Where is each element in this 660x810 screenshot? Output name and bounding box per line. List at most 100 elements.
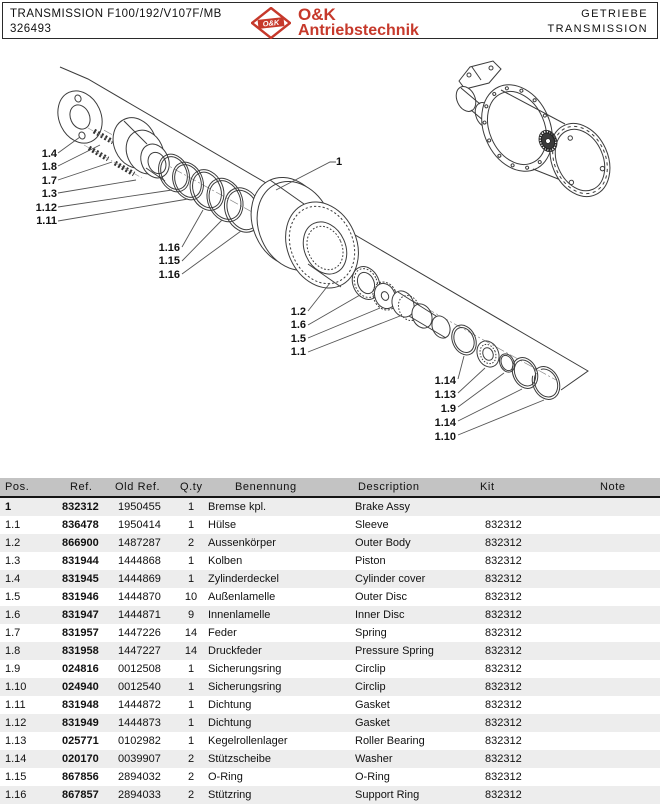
cell-benennung: Kegelrollenlager: [208, 735, 288, 747]
cell-note: [595, 552, 660, 570]
ok-diamond-logo-icon: O&K: [251, 7, 291, 39]
callout: 1.1: [290, 346, 306, 358]
cell-qty: 14: [184, 627, 198, 639]
cell-description: Inner Disc: [355, 609, 405, 621]
cell-benennung: Druckfeder: [208, 645, 262, 657]
assembled-gearbox: [455, 60, 611, 198]
cell-pos: 1.1: [5, 519, 21, 531]
document-title-block: TRANSMISSION F100/192/V107F/MB 326493: [10, 7, 222, 37]
cylinder-cover-part: [57, 90, 103, 144]
washer-ring-2: [511, 357, 539, 389]
cell-kit: 832312: [485, 555, 522, 567]
cell-description: Washer: [355, 753, 393, 765]
cell-note: [595, 768, 660, 786]
cell-ref: 866900: [62, 537, 99, 549]
cell-ref: 836478: [62, 519, 99, 531]
cell-old_ref: 1444873: [118, 717, 161, 729]
cell-old_ref: 1487287: [118, 537, 161, 549]
inner-disc-part: [351, 266, 381, 300]
cell-kit: 832312: [485, 663, 522, 675]
cell-ref: 831946: [62, 591, 99, 603]
callout: 1.8: [41, 161, 57, 173]
cell-pos: 1.15: [5, 771, 27, 783]
cell-note: [595, 750, 660, 768]
cell-ref: 831944: [62, 555, 99, 567]
cell-note: [595, 732, 660, 750]
cell-qty: 2: [187, 753, 195, 765]
brand-name: O&K: [298, 5, 336, 24]
cell-qty: 1: [187, 681, 195, 693]
cell-ref: 831949: [62, 717, 99, 729]
cell-pos: 1.12: [5, 717, 27, 729]
cell-note: [595, 516, 660, 534]
cell-benennung: Kolben: [208, 555, 243, 567]
cell-qty: 1: [187, 735, 195, 747]
cell-description: Roller Bearing: [355, 735, 425, 747]
cell-benennung: Sicherungsring: [208, 663, 282, 675]
callout: 1.12: [35, 202, 57, 214]
exploded-diagram: 1 1.4 1.8 1.7 1.3 1.12 1.11 1.16 1.15 1.…: [0, 40, 660, 478]
cell-pos: 1: [5, 501, 12, 513]
cell-description: Cylinder cover: [355, 573, 426, 585]
cell-pos: 1.13: [5, 735, 27, 747]
parts-table-header: Pos. Ref. Old Ref. Q.ty Benennung Descri…: [0, 478, 660, 498]
cell-old_ref: 1447226: [118, 627, 161, 639]
cell-note: [595, 534, 660, 552]
cell-kit: 832312: [485, 519, 522, 531]
cell-kit: 832312: [485, 645, 522, 657]
callout: 1.16: [158, 242, 180, 254]
circlip-large: [531, 366, 561, 400]
outer-body-drum: [250, 176, 359, 289]
col-header-qty: Q.ty: [180, 481, 202, 493]
cell-description: Outer Disc: [355, 591, 407, 603]
cell-ref: 831945: [62, 573, 99, 585]
callout: 1.10: [434, 431, 456, 443]
cell-ref: 831948: [62, 699, 99, 711]
cell-pos: 1.6: [5, 609, 21, 621]
cell-kit: 832312: [485, 681, 522, 693]
cell-note: [595, 660, 660, 678]
cell-note: [595, 588, 660, 606]
parts-table: Pos. Ref. Old Ref. Q.ty Benennung Descri…: [0, 478, 660, 804]
cell-old_ref: 1950414: [118, 519, 161, 531]
cell-benennung: Aussenkörper: [208, 537, 276, 549]
cell-kit: 832312: [485, 573, 522, 585]
cell-ref: 867856: [62, 771, 99, 783]
callout: 1.16: [158, 269, 180, 281]
splined-hub-boss: [538, 129, 558, 153]
callout-assembly: 1: [336, 156, 343, 168]
cell-benennung: Dichtung: [208, 717, 252, 729]
cell-old_ref: 1444871: [118, 609, 161, 621]
cell-description: Sleeve: [355, 519, 389, 531]
callout: 1.13: [434, 389, 456, 401]
washer-ring-1: [451, 324, 477, 356]
cell-qty: 1: [187, 555, 195, 567]
cell-old_ref: 2894032: [118, 771, 161, 783]
cell-old_ref: 0102982: [118, 735, 161, 747]
cell-old_ref: 1444872: [118, 699, 161, 711]
cell-ref: 832312: [62, 501, 99, 513]
brand-block: O&K O&K Antriebstechnik: [251, 6, 419, 40]
cell-pos: 1.5: [5, 591, 21, 603]
cell-kit: 832312: [485, 609, 522, 621]
cell-description: Brake Assy: [355, 501, 411, 513]
callout: 1.4: [41, 148, 57, 160]
cell-old_ref: 0039907: [118, 753, 161, 765]
cell-note: [595, 606, 660, 624]
callout: 1.14: [434, 417, 456, 429]
cell-benennung: Bremse kpl.: [208, 501, 267, 513]
doc-type-de: GETRIEBE: [581, 8, 648, 20]
cell-ref: 024816: [62, 663, 99, 675]
cell-benennung: Innenlamelle: [208, 609, 271, 621]
cell-description: Outer Body: [355, 537, 411, 549]
